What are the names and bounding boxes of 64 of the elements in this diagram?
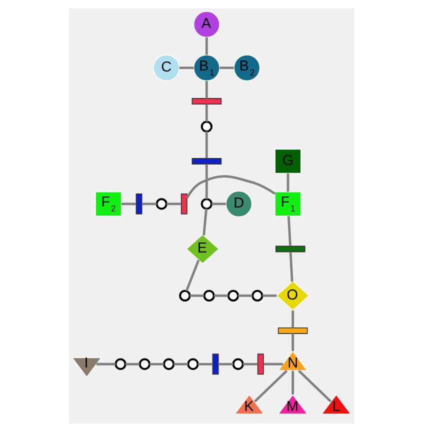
connector [238,294,252,297]
connector [141,202,156,206]
node-bar [277,328,308,334]
connector [185,175,276,199]
connector [197,362,212,366]
connector [204,132,208,158]
node-bar [212,354,218,375]
node-circle: A [192,11,220,38]
connector [202,208,207,236]
connector [288,252,293,282]
node-bar [135,193,142,214]
node-diamond: O [276,280,310,311]
node-circle [114,358,126,370]
connector [211,202,226,206]
node-circle [162,358,174,370]
connector [166,202,181,206]
connector [184,260,200,292]
connector [189,294,204,297]
connector [173,362,188,366]
connector [253,370,288,402]
node-circle [186,358,198,370]
connector [149,362,164,366]
connector [178,66,194,70]
node-circle: C [152,54,180,82]
connector [291,334,294,352]
node-bar [275,246,305,252]
node-box: F$_{1}$ [274,191,301,216]
node-bar [180,193,187,214]
node-bar [191,98,222,104]
node-circle [200,120,212,132]
node-circle [155,198,167,210]
connector [204,164,208,200]
connector [262,294,276,297]
connector [124,362,140,366]
node-circle [226,290,239,302]
node-circle: B$_{2}$ [233,54,260,82]
node-circle [251,290,263,302]
node-bar [256,354,264,375]
connector [286,216,291,246]
connector [291,370,294,394]
node-circle [232,358,244,370]
connector [214,294,228,297]
node-box: G [274,148,301,174]
node-box: F$_{2}$ [94,191,122,216]
node-bar [191,158,222,164]
connector [242,362,258,366]
node-circle: D [225,190,252,218]
connector [204,37,208,55]
node-diamond: E [185,234,219,264]
node-circle [178,290,190,302]
connector [291,310,294,328]
connector [286,174,289,192]
node-circle [138,358,150,370]
node-circle [200,198,212,210]
connector [120,202,136,206]
connector [219,66,234,70]
connector [204,104,208,122]
node-circle: B$_{1}$ [192,54,220,82]
connector [263,362,282,366]
connector [204,80,208,98]
connector [218,362,233,366]
node-circle [202,290,214,302]
connector [298,370,332,402]
connector [96,362,116,366]
